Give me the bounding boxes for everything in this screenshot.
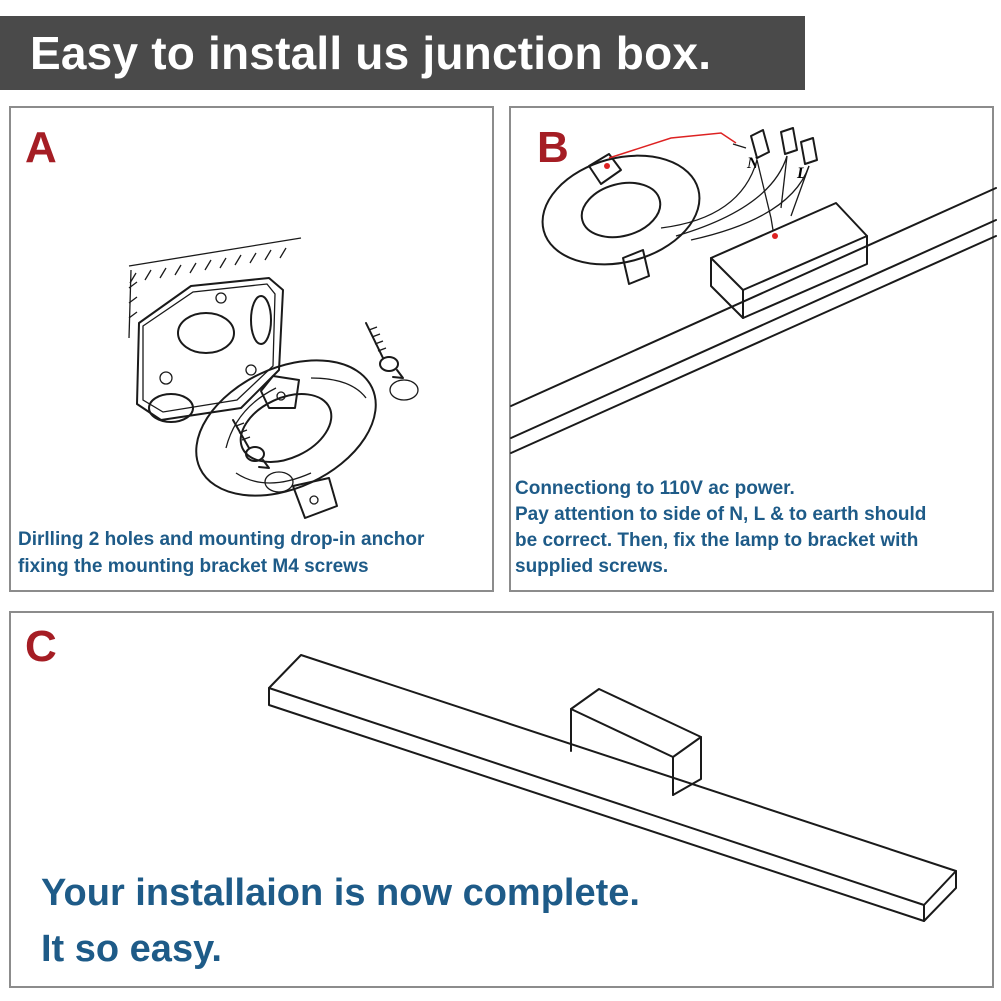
- step-b-caption-line-4: supplied screws.: [515, 556, 669, 577]
- lamp-mount-box: [570, 688, 702, 796]
- lamp-bar-finished: [268, 654, 957, 922]
- neutral-wire-label: N: [746, 155, 760, 172]
- step-b-panel: B N L: [509, 106, 997, 592]
- mounting-bracket: [195, 359, 377, 519]
- step-b-caption-line-3: be correct. Then, fix the lamp to bracke…: [515, 530, 919, 551]
- step-a-panel: A: [9, 106, 494, 592]
- step-a-caption-line-1: Dirlling 2 holes and mounting drop-in an…: [18, 529, 425, 550]
- ground-leader: [604, 132, 778, 239]
- step-b-illustration: N L: [510, 127, 997, 454]
- lamp-bar: [510, 187, 997, 454]
- wire-connectors: [732, 127, 818, 165]
- lamp-box: [710, 202, 868, 319]
- wires: [660, 155, 810, 241]
- step-c-caption-line-1: Your installaion is now complete.: [41, 872, 640, 914]
- bracket-ring: [541, 153, 701, 285]
- step-c-caption-line-2: It so easy.: [41, 928, 222, 970]
- step-c-panel: C Your installaion is now complete. It s…: [9, 611, 994, 988]
- step-a-caption-line-2: fixing the mounting bracket M4 screws: [18, 556, 369, 577]
- banner-title: Easy to install us junction box.: [30, 27, 712, 79]
- step-b-caption-line-1: Connectiong to 110V ac power.: [515, 478, 795, 499]
- step-b-caption-line-2: Pay attention to side of N, L & to earth…: [515, 504, 927, 525]
- live-wire-label: L: [796, 165, 807, 182]
- step-a-letter: A: [25, 123, 57, 172]
- title-banner: Easy to install us junction box.: [0, 16, 805, 90]
- screw-right: [365, 322, 419, 401]
- ceiling-hatch: [128, 237, 302, 339]
- step-c-letter: C: [25, 622, 57, 671]
- step-a-illustration: [128, 237, 419, 519]
- step-c-illustration: [268, 654, 957, 922]
- step-b-letter: B: [537, 123, 569, 172]
- junction-box: [136, 277, 284, 423]
- screw-left: [232, 419, 294, 493]
